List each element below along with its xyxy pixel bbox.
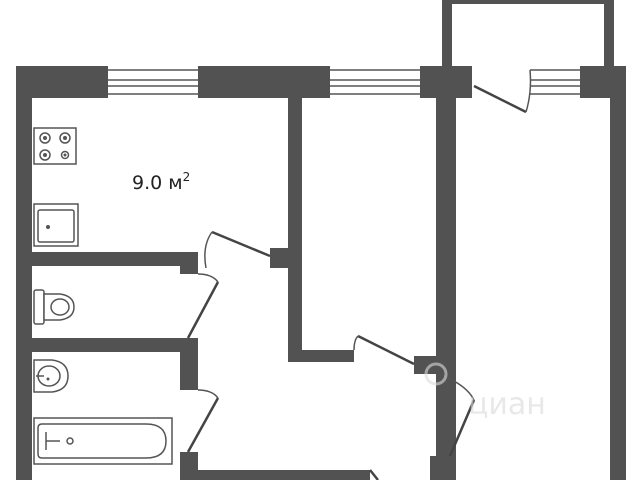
balcony-wall-right <box>604 0 614 70</box>
watermark-logo-icon <box>424 362 448 386</box>
stove-icon <box>33 127 77 165</box>
door-kitchen <box>204 230 271 269</box>
wall-bottom-right <box>430 456 450 480</box>
kitchen-area-value: 9.0 м <box>132 172 183 194</box>
watermark: циан <box>424 362 546 422</box>
window-right-room <box>530 66 580 98</box>
wall-toilet-bathroom-jamb <box>180 338 198 390</box>
windows <box>108 66 580 98</box>
wall-toilet-bathroom <box>16 338 198 352</box>
door-right-room <box>437 373 476 457</box>
doors <box>186 69 532 480</box>
window-kitchen <box>108 66 198 98</box>
balcony-door-opening <box>472 66 530 98</box>
window-middle-room <box>330 66 420 98</box>
partition-middle-right <box>436 66 456 480</box>
wall-kitchen-toilet <box>16 252 198 266</box>
door-bathroom <box>186 389 220 453</box>
partition-middle-room-door-jamb <box>414 356 438 374</box>
outer-wall-left <box>16 66 32 480</box>
bathtub-icon <box>33 417 173 465</box>
walls <box>16 0 626 480</box>
kitchen-area-unit-superscript: 2 <box>183 170 191 184</box>
washbasin-icon <box>33 359 69 393</box>
top-wall-segment-1 <box>16 66 108 98</box>
fixtures <box>33 127 173 465</box>
kitchen-area-label: 9.0 м2 <box>132 170 190 194</box>
partition-middle-room-bottom <box>288 350 354 362</box>
door-toilet <box>186 273 220 339</box>
wall-bottom-left <box>180 470 370 480</box>
partition-kitchen-room <box>288 98 302 268</box>
partition-middle-room-left <box>288 248 302 360</box>
wall-kitchen-toilet-jamb <box>180 252 198 274</box>
door-middle-room <box>353 334 415 366</box>
outer-wall-right <box>610 66 626 480</box>
door-balcony <box>473 69 532 114</box>
balcony-wall-top <box>442 0 614 4</box>
kitchen-sink-icon <box>33 203 79 247</box>
balcony-wall-left <box>442 0 452 70</box>
toilet-icon <box>33 289 75 325</box>
door-entrance <box>369 469 379 480</box>
watermark-text: циан <box>468 387 546 422</box>
top-wall-segment-2 <box>198 66 330 98</box>
